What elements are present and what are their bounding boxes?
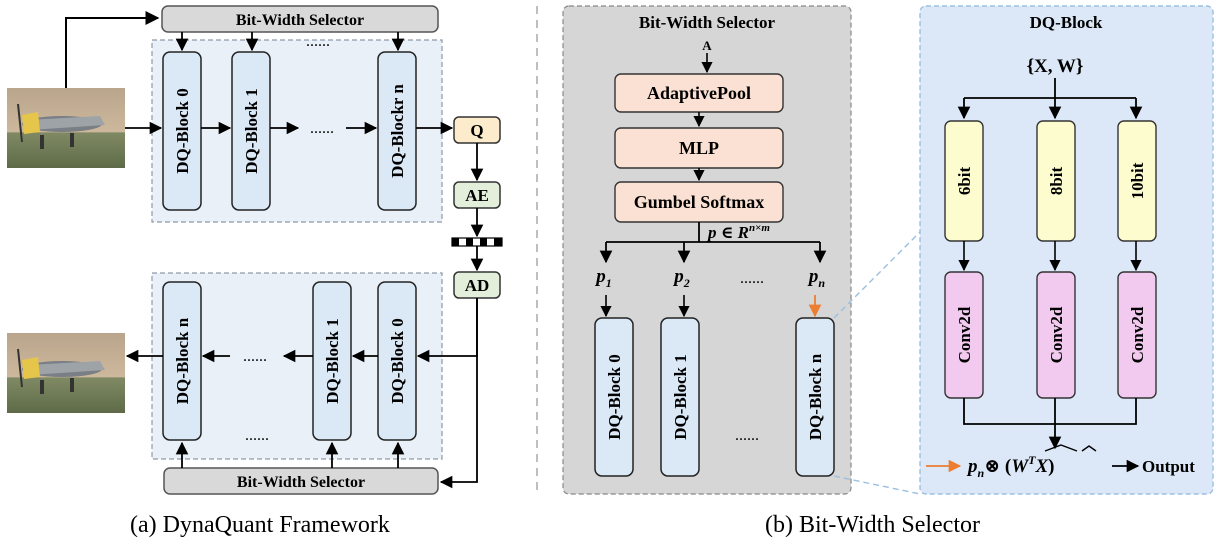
selector-block-1-label: DQ-Block 1 — [671, 354, 690, 439]
selector-title: Bit-Width Selector — [639, 13, 776, 32]
conv2d-label-3: Conv2d — [1128, 306, 1147, 363]
pn-label: pn — [807, 266, 826, 290]
output-label: Output — [1142, 457, 1195, 476]
ae-label: AE — [465, 186, 489, 205]
encoder-block-0 — [162, 51, 202, 211]
encoder-block-1 — [231, 51, 271, 211]
adaptive-pool-label: AdaptivePool — [647, 83, 751, 103]
bit-10-label: 10bit — [1128, 162, 1147, 199]
decoder-bottom-dots: ...... — [245, 427, 269, 444]
input-to-selector-arrow — [65, 11, 160, 88]
top-bit-width-selector — [161, 5, 439, 33]
p2-label: p2 — [672, 266, 690, 290]
dq-input-label: {X, W} — [1027, 56, 1084, 77]
decoder-block-1-label: DQ-Block 1 — [323, 318, 342, 403]
mlp-label: MLP — [679, 138, 719, 158]
selector-block-1 — [660, 317, 700, 477]
quantizer-label: Q — [470, 121, 483, 140]
conv2d-box-8bit — [1036, 271, 1076, 399]
selector-block-0 — [594, 317, 634, 477]
output-formula: pn⊗ (WTX) — [966, 453, 1054, 480]
bit-8-box — [1036, 120, 1076, 242]
airplane-photo-input — [7, 88, 125, 168]
dq-block-title: DQ-Block — [1030, 13, 1103, 32]
p-dots: ...... — [740, 270, 764, 287]
bit-8-label: 8bit — [1047, 166, 1066, 195]
decoder-dots: ...... — [243, 348, 267, 365]
conv2d-label-2: Conv2d — [1047, 306, 1066, 363]
zoom-line-bottom — [833, 475, 921, 495]
selector-block-n — [795, 317, 835, 477]
selector-block-n-label: DQ-Block n — [806, 353, 825, 440]
decoder-block-0-label: DQ-Block 0 — [388, 318, 407, 403]
encoder-top-dots: ...... — [306, 33, 330, 50]
decoder-block-0 — [377, 281, 417, 441]
p1-label: p1 — [594, 266, 612, 290]
bit-10-box — [1117, 120, 1157, 242]
gumbel-label: Gumbel Softmax — [634, 192, 765, 212]
conv2d-box-10bit — [1117, 271, 1157, 399]
bit-6-label: 6bit — [955, 166, 974, 195]
encoder-block-0-label: DQ-Block 0 — [173, 88, 192, 173]
bitstream-icon — [451, 237, 503, 247]
bottom-bit-width-selector — [163, 467, 439, 495]
selector-block-dots: ...... — [735, 427, 759, 444]
encoder-block-1-label: DQ-Block 1 — [242, 88, 261, 173]
encoder-block-n-label: DQ-Blockr n — [388, 84, 407, 178]
decoder-block-n-label: DQ-Block n — [173, 317, 192, 404]
encoder-block-n — [377, 51, 417, 211]
encoder-dots: ...... — [310, 120, 334, 137]
caption-a: (a) DynaQuant Framework — [130, 512, 390, 538]
w-hat — [1044, 444, 1078, 452]
zoom-line-top — [833, 231, 921, 319]
top-selector-label: Bit-Width Selector — [236, 12, 364, 29]
selector-block-0-label: DQ-Block 0 — [605, 354, 624, 439]
bottom-selector-label: Bit-Width Selector — [237, 474, 365, 491]
caption-b: (b) Bit-Width Selector — [765, 512, 980, 538]
airplane-photo-output — [7, 333, 125, 413]
conv2d-label-1: Conv2d — [955, 306, 974, 363]
ad-label: AD — [465, 276, 490, 295]
decoder-block-n — [162, 281, 202, 441]
selector-input-label: A — [702, 38, 712, 53]
prob-label: p ∈ Rn×m — [706, 222, 770, 242]
decoder-block-1 — [312, 281, 352, 441]
x-hat — [1081, 445, 1097, 452]
